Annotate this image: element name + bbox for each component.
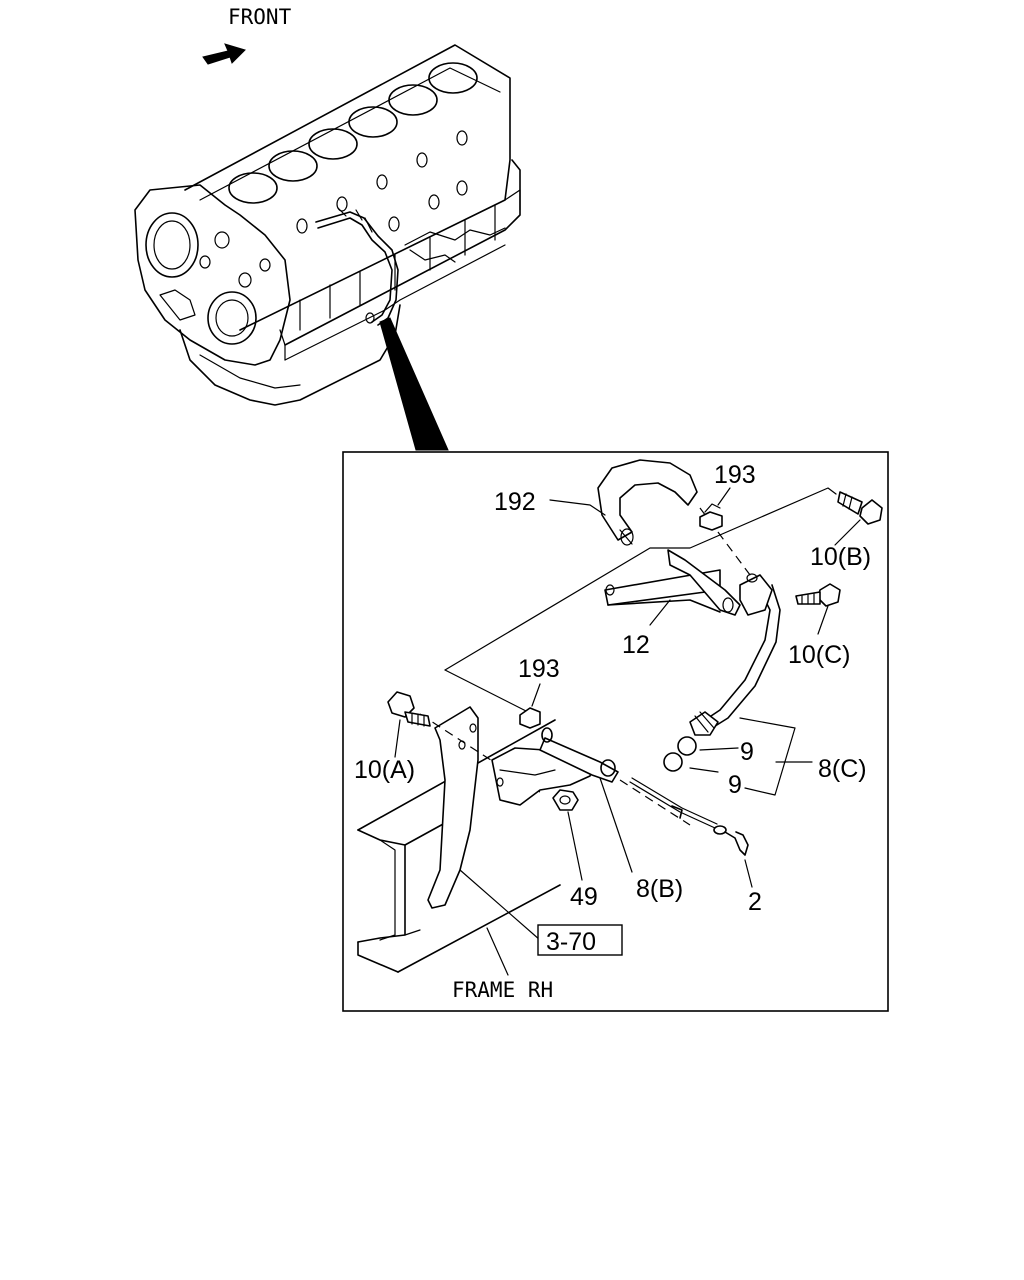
- label-49: 49: [570, 883, 598, 911]
- label-193-top: 193: [714, 461, 756, 489]
- front-arrow-icon: [202, 43, 246, 65]
- detail-pointer: [379, 317, 449, 451]
- support-bracket: [427, 706, 479, 909]
- engine-block: [134, 44, 521, 406]
- leader-lines: [394, 487, 861, 976]
- label-2: 2: [748, 888, 762, 916]
- part-12-bracket: [604, 549, 741, 616]
- part-8c-pipe: [689, 573, 781, 736]
- label-10a: 10(A): [354, 756, 415, 784]
- front-indicator: FRONT: [202, 5, 292, 65]
- part-193-clip-mid: [519, 707, 541, 729]
- label-9-bottom: 9: [728, 771, 742, 799]
- part-9-rings: [663, 736, 697, 772]
- label-193-mid: 193: [518, 655, 560, 683]
- part-49-nut: [552, 789, 579, 811]
- label-192: 192: [494, 488, 536, 516]
- part-labels: 192 193 10(B) 12 10(C) 193 9 9 8(C) 10(A…: [354, 461, 871, 1002]
- label-8c: 8(C): [818, 755, 867, 783]
- label-8b: 8(B): [636, 875, 683, 903]
- frame-rh-label: FRAME RH: [452, 978, 553, 1002]
- ref-box: [537, 924, 623, 956]
- part-193-clip-top: [699, 503, 723, 531]
- detail-frame: [342, 451, 889, 1012]
- front-label: FRONT: [228, 5, 292, 29]
- label-12: 12: [622, 631, 650, 659]
- part-8b-guide: [491, 727, 619, 806]
- ref-box-label: 3-70: [546, 928, 596, 956]
- label-10b: 10(B): [810, 543, 871, 571]
- part-192-hose: [597, 459, 698, 546]
- part-10c-bolt: [795, 583, 841, 607]
- label-9-top: 9: [740, 738, 754, 766]
- part-2-dipstick: [629, 777, 749, 856]
- part-10b-bolt: [837, 491, 883, 525]
- label-10c: 10(C): [788, 641, 851, 669]
- part-10a-bolt: [387, 691, 431, 727]
